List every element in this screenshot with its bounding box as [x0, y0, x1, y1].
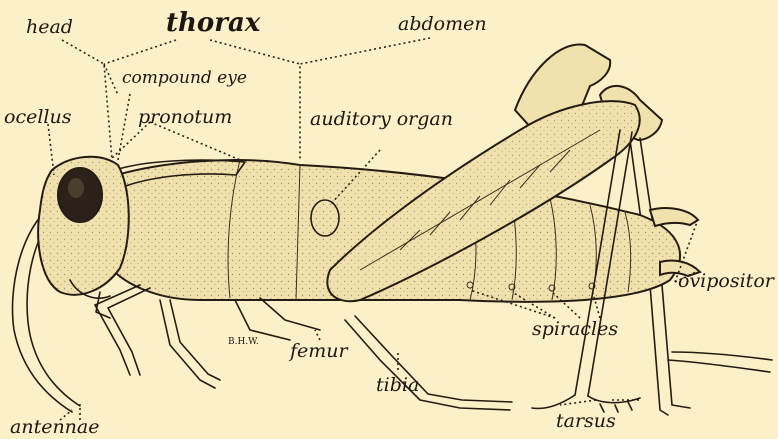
label-thorax: thorax: [166, 10, 260, 36]
label-femur: femur: [290, 342, 348, 361]
label-tarsus: tarsus: [556, 412, 616, 431]
label-spiracles: spiracles: [532, 320, 618, 339]
label-head: head: [26, 18, 73, 37]
label-ovipositor: ovipositor: [678, 272, 774, 291]
label-abdomen: abdomen: [398, 15, 487, 34]
label-ocellus: ocellus: [4, 108, 71, 127]
label-auditory-organ: auditory organ: [310, 110, 453, 129]
label-compound-eye: compound eye: [122, 70, 247, 87]
label-tibia: tibia: [376, 376, 419, 395]
label-antennae: antennae: [10, 418, 100, 437]
label-pronotum: pronotum: [138, 108, 232, 127]
artist-initials: B.H.W.: [228, 338, 259, 347]
